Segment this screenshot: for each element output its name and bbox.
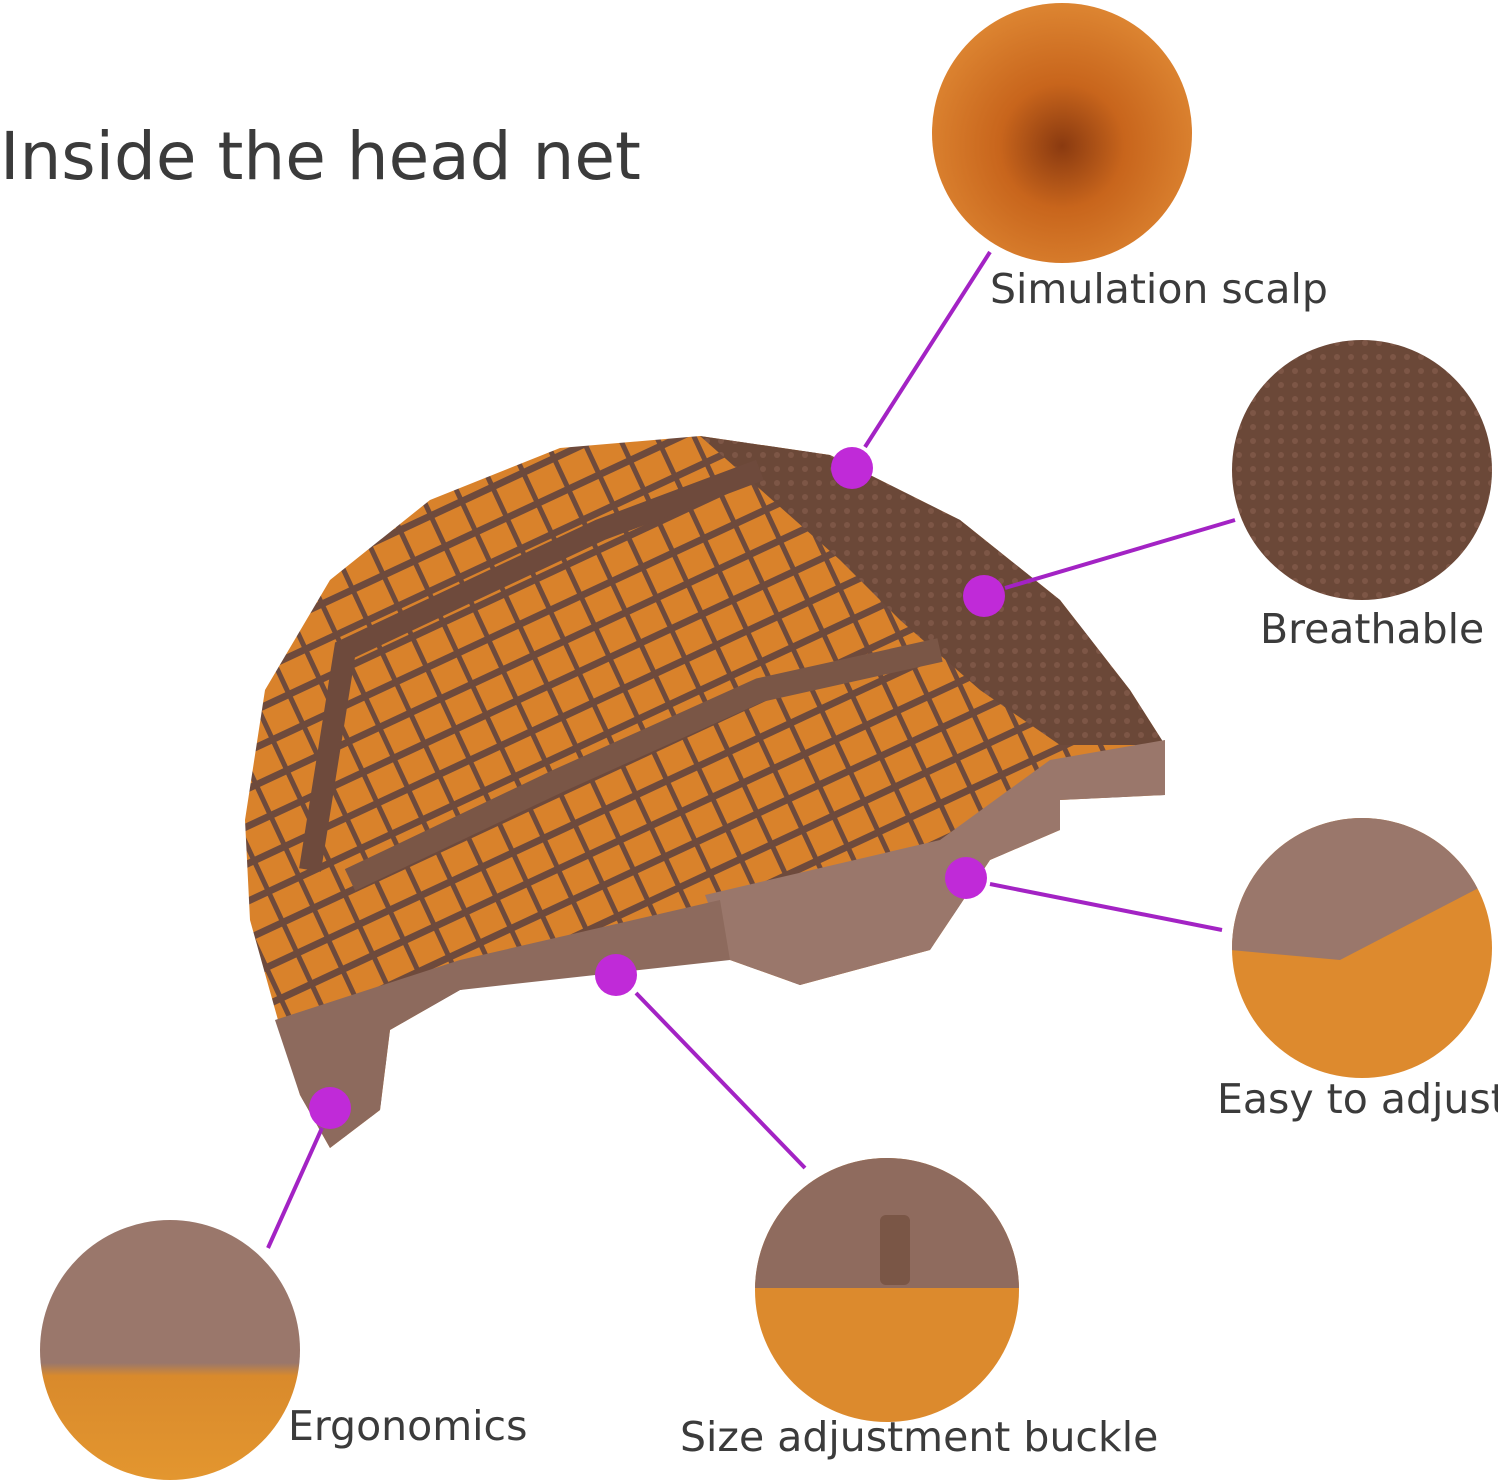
feature-label-ergonomics: Ergonomics <box>288 1402 528 1450</box>
feature-label-size-adjustment-buckle: Size adjustment buckle <box>680 1413 1159 1461</box>
connector-line <box>1004 518 1236 590</box>
connector-line <box>989 882 1223 932</box>
marker-dot-icon <box>831 447 873 489</box>
page-title: Inside the head net <box>0 118 641 195</box>
lace-closeup-image <box>1232 340 1492 600</box>
marker-dot-icon <box>595 954 637 996</box>
connector-line <box>266 1127 324 1249</box>
ear-tab-closeup-image <box>1232 818 1492 1078</box>
connector-lines <box>266 250 1236 1249</box>
marker-dot-icon <box>945 857 987 899</box>
feature-label-easy-to-adjust: Easy to adjust <box>1217 1075 1498 1123</box>
connector-line <box>634 991 807 1170</box>
buckle-icon <box>880 1215 910 1285</box>
feature-label-breathable: Breathable <box>1260 605 1485 653</box>
nape-closeup-image <box>40 1220 300 1480</box>
wig-cap-image <box>245 436 1165 1148</box>
marker-dot-icon <box>963 575 1005 617</box>
connector-line <box>863 250 992 449</box>
feature-label-simulation-scalp: Simulation scalp <box>990 265 1328 313</box>
marker-dots <box>309 447 1005 1129</box>
marker-dot-icon <box>309 1087 351 1129</box>
buckle-closeup-image <box>755 1158 1019 1422</box>
scalp-closeup-image <box>932 3 1192 263</box>
